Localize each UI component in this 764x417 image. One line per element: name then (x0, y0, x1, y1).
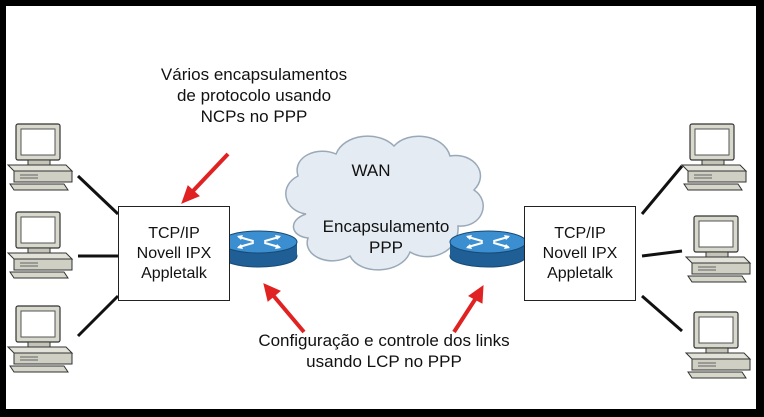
ncp-annotation-line-2: de protocolo usando (114, 85, 394, 106)
computer-icon-right-3 (686, 312, 750, 378)
computer-icon-right-1 (682, 124, 746, 190)
protocol-left-2: Novell IPX (137, 244, 212, 264)
protocol-right-1: TCP/IP (554, 224, 606, 244)
cloud-center-line-1: Encapsulamento (296, 216, 476, 237)
ncp-annotation: Vários encapsulamentos de protocolo usan… (114, 64, 394, 127)
ncp-annotation-line-3: NCPs no PPP (114, 106, 394, 127)
protocol-right-3: Appletalk (547, 264, 613, 284)
lcp-annotation: Configuração e controle dos links usando… (214, 330, 554, 372)
protocol-box-right: TCP/IP Novell IPX Appletalk (524, 206, 636, 301)
red-arrow-icon-bottom-right (454, 286, 483, 332)
computer-icon-left-2 (8, 212, 72, 278)
computer-icon-left-3 (8, 306, 72, 372)
red-arrow-icon-top (182, 154, 228, 203)
router-icon-left (221, 231, 297, 267)
diagram-frame: Vários encapsulamentos de protocolo usan… (6, 6, 756, 409)
protocol-left-3: Appletalk (141, 264, 207, 284)
lcp-annotation-line-1: Configuração e controle dos links (214, 330, 554, 351)
lcp-annotation-line-2: usando LCP no PPP (214, 351, 554, 372)
computer-icon-left-1 (8, 124, 72, 190)
computer-icon-right-2 (686, 216, 750, 282)
protocol-right-2: Novell IPX (543, 244, 618, 264)
cloud-center-line-2: PPP (296, 237, 476, 258)
ncp-annotation-line-1: Vários encapsulamentos (114, 64, 394, 85)
protocol-left-1: TCP/IP (148, 224, 200, 244)
cloud-center-text: Encapsulamento PPP (296, 216, 476, 258)
wan-label: WAN (336, 160, 406, 181)
protocol-box-left: TCP/IP Novell IPX Appletalk (118, 206, 230, 301)
red-arrow-icon-bottom-left (264, 284, 304, 332)
